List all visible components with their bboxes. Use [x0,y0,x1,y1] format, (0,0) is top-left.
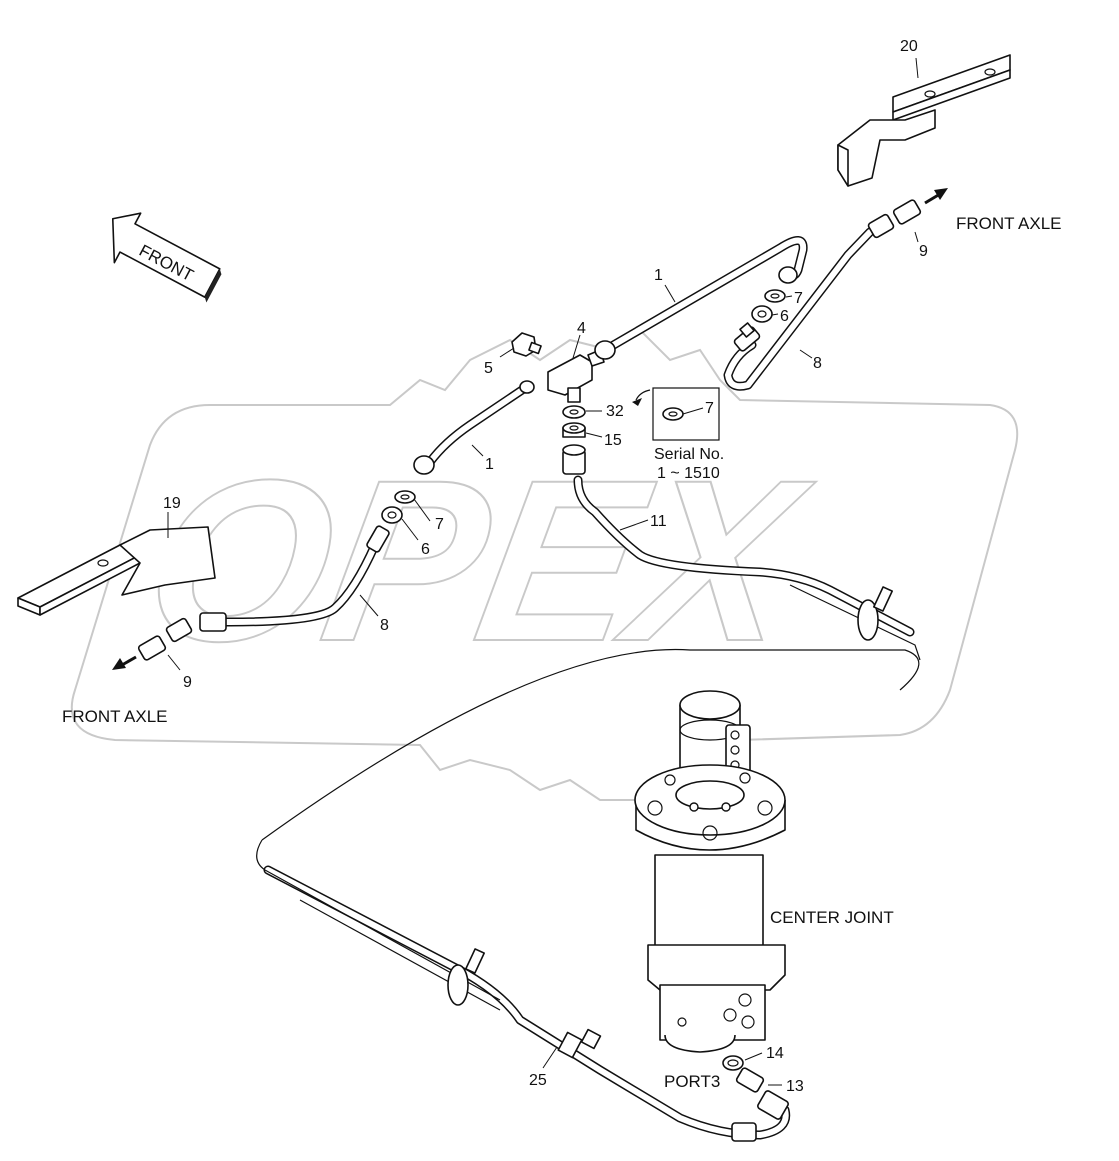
nut-15 [562,422,586,438]
adapter-9-right [867,188,948,239]
serial-detail-box [632,387,720,441]
callout-13: 13 [786,1078,804,1095]
hose-8-left [200,540,380,627]
callout-11: 11 [650,513,667,530]
serial-no-label: Serial No. [654,446,724,463]
tee-fitting-4 [547,349,605,403]
washer-32 [562,405,586,419]
front-axle-label-right: FRONT AXLE [956,214,1062,233]
pipe-11-nut [562,444,586,475]
clamp-pipe-25 [557,1028,602,1059]
callout-1-upper: 1 [654,267,663,284]
callout-4: 4 [577,320,586,337]
callout-7-box: 7 [705,400,714,417]
bracket-19 [17,526,216,616]
o-ring-14 [722,1055,744,1071]
watermark-text: OPEX [129,433,826,690]
pipe-1-lower [425,383,530,467]
center-joint-label: CENTER JOINT [770,908,894,927]
callout-numbers: 20 9 1 7 6 8 4 5 32 15 7 1 11 19 7 6 8 9… [163,38,928,1095]
plug-5 [511,332,542,357]
serial-range-label: 1 ~ 1510 [657,465,720,482]
leader-lines [167,57,919,1086]
callout-1-lower: 1 [485,456,494,473]
port3-label: PORT3 [664,1072,720,1091]
callout-14: 14 [766,1045,784,1062]
pipe-1-nut [413,266,798,475]
callout-6-left: 6 [421,541,430,558]
connector-13 [735,1067,789,1120]
pipe-25 [263,865,791,1140]
callout-19: 19 [163,495,181,512]
callout-25: 25 [529,1072,547,1089]
pipe-11 [573,475,915,637]
callout-20: 20 [900,38,918,55]
nut-6-right [751,305,773,323]
hose-8-left-end [199,525,390,632]
callout-8-left: 8 [380,617,389,634]
callout-15: 15 [604,432,622,449]
pipe-25-nut [731,1122,757,1142]
clamp-upper [857,586,893,641]
callout-32: 32 [606,403,624,420]
clamp-lower [447,948,485,1006]
callout-9-right: 9 [919,243,928,260]
hose-8-right-end [733,322,761,352]
watermark: OPEX [70,328,1019,802]
callout-6-right: 6 [780,308,789,325]
callout-7-right: 7 [794,290,803,307]
hose-8-right [723,227,875,391]
front-direction-arrow: FRONT [111,212,222,303]
bracket-20 [837,54,1011,187]
callout-9-left: 9 [183,674,192,691]
callout-8-right: 8 [813,355,822,372]
callout-5: 5 [484,360,493,377]
text-labels: FRONT AXLE FRONT AXLE CENTER JOINT PORT3… [62,214,1062,1091]
front-axle-label-left: FRONT AXLE [62,707,168,726]
washer-7-right [764,289,786,303]
callout-7-left: 7 [435,516,444,533]
washer-7-left [394,490,416,504]
center-joint [634,690,786,1053]
nut-6-left [381,506,403,524]
adapter-9-left [112,617,193,670]
